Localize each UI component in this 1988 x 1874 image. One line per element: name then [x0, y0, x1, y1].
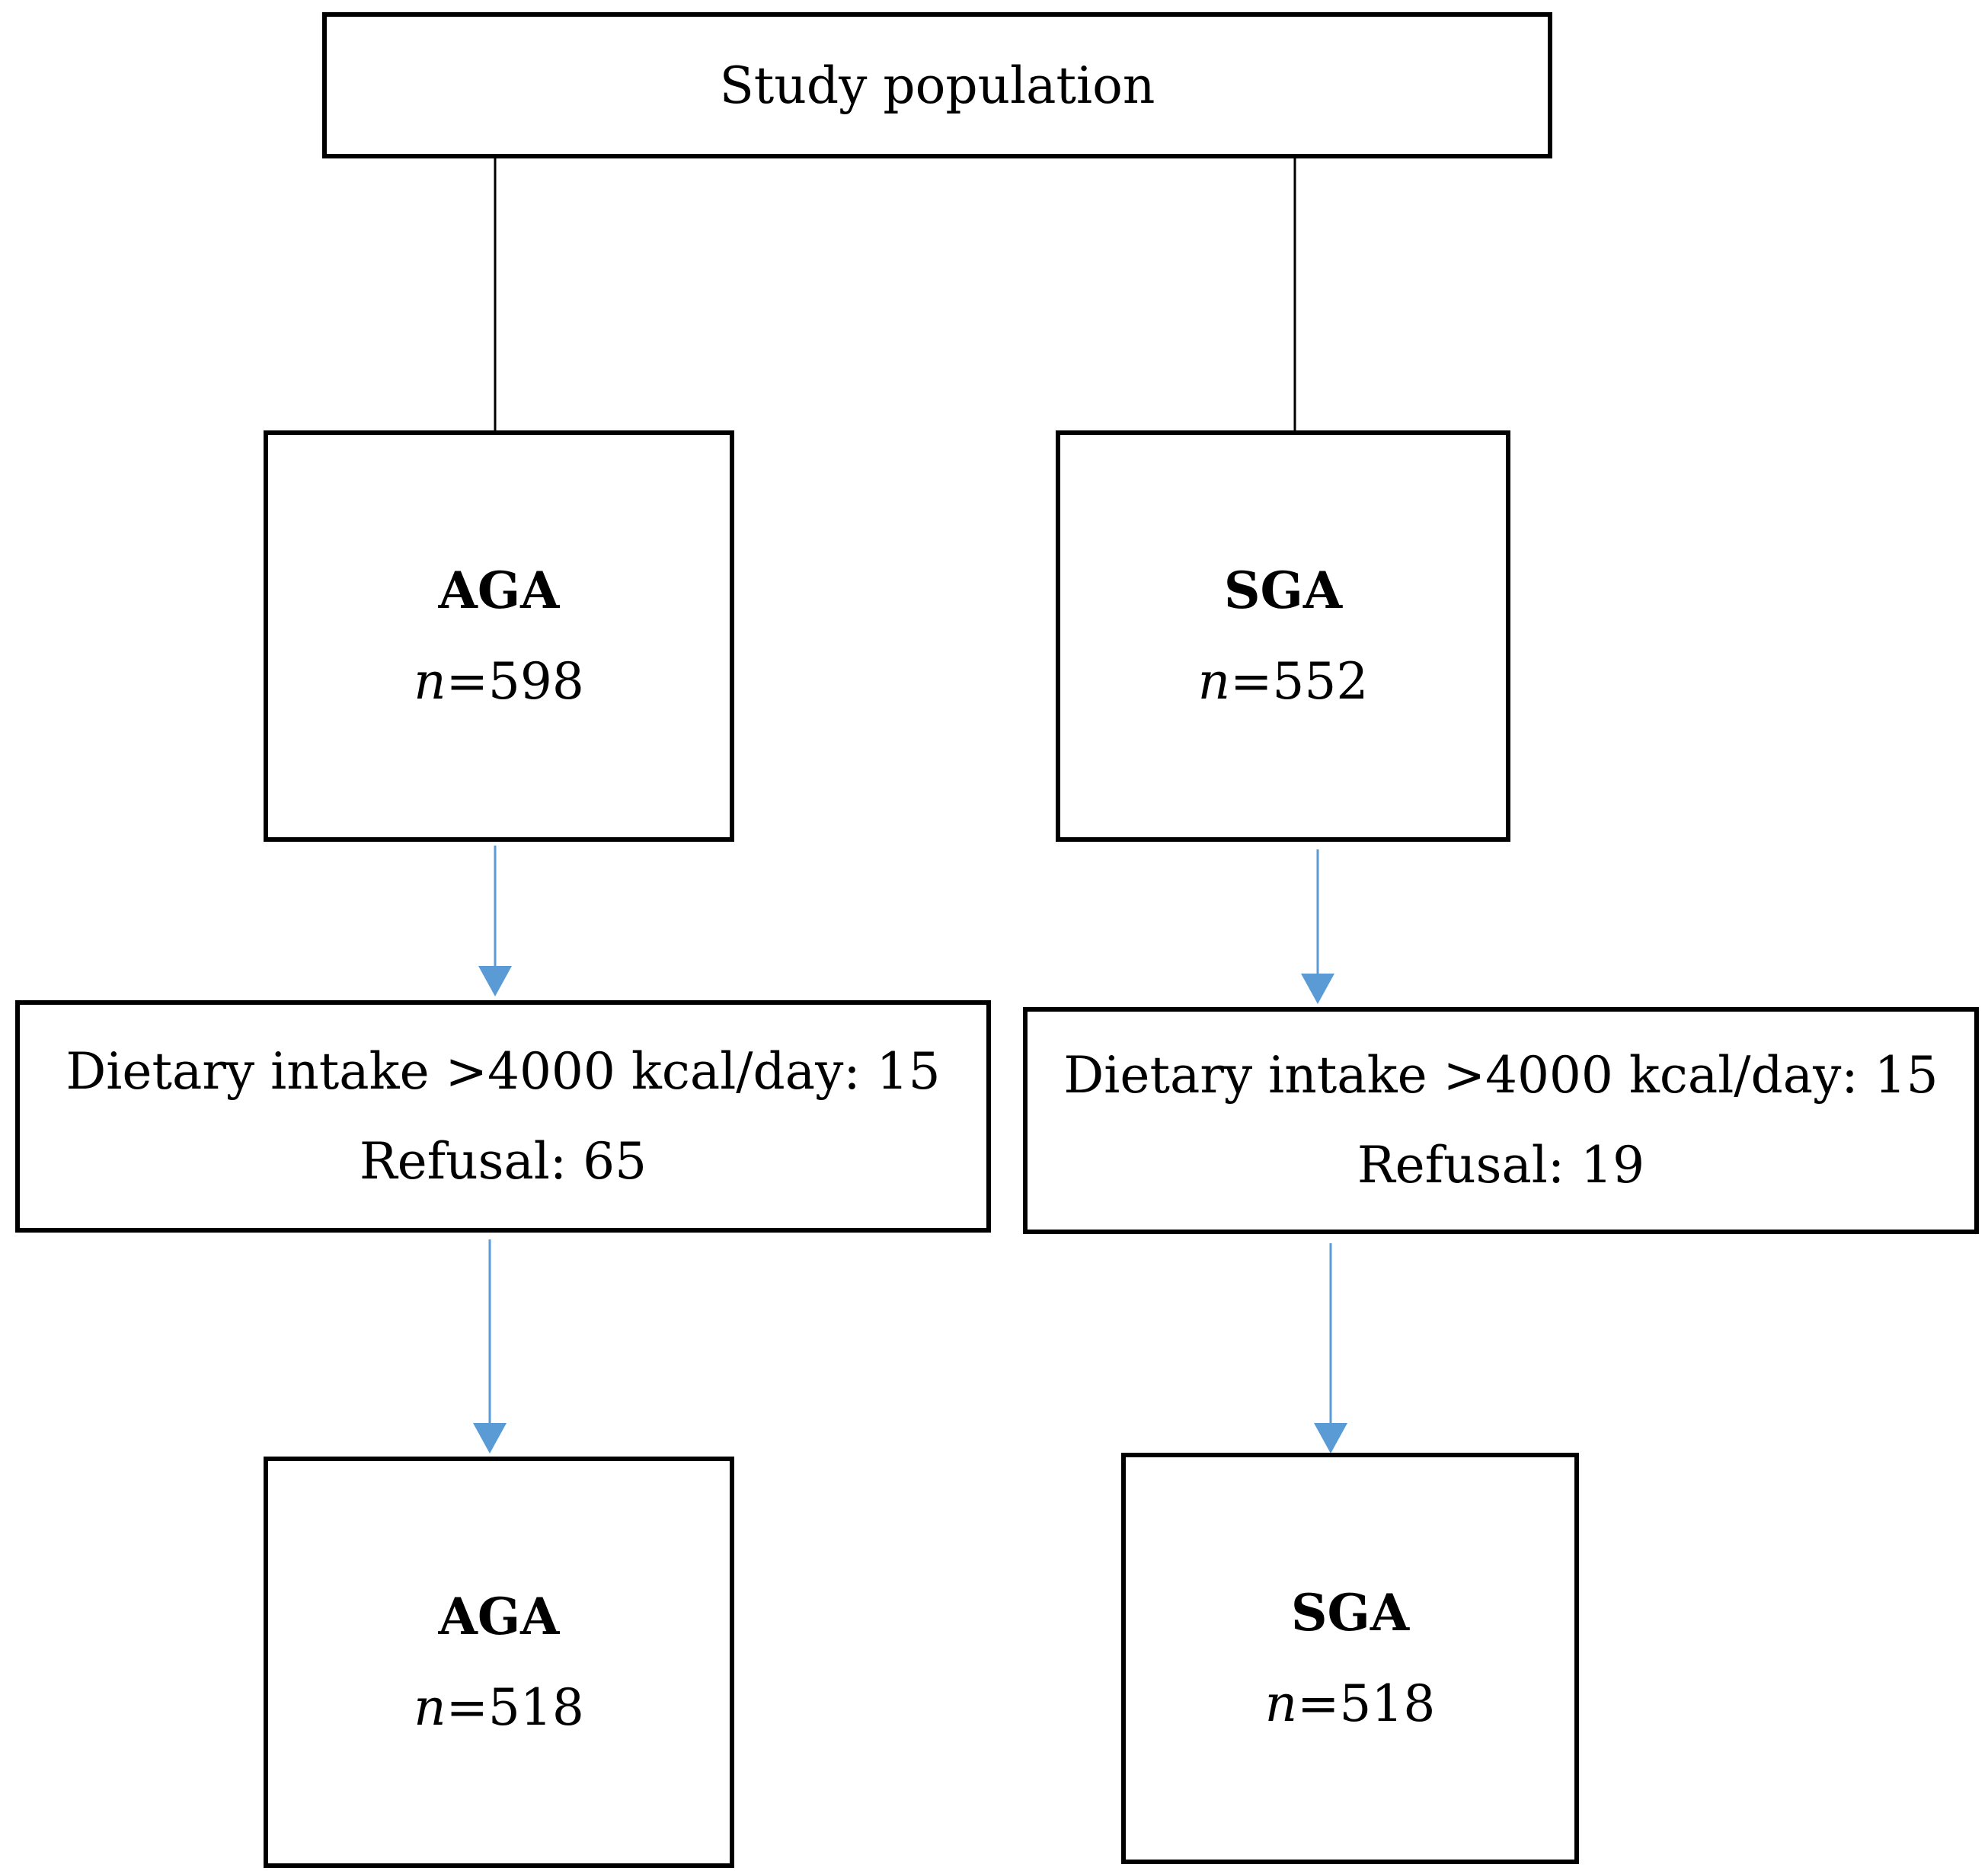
sga-initial-box: SGA n=552	[1056, 430, 1510, 842]
sga-initial-count: n=552	[1197, 652, 1369, 711]
sga-final-count: n=518	[1264, 1674, 1436, 1733]
aga-exclusion-refusal: Refusal: 65	[359, 1131, 647, 1191]
arrow-exclusions-to-aga-final	[473, 1239, 507, 1453]
sga-initial-group: SGA	[1223, 561, 1343, 620]
sga-final-box: SGA n=518	[1121, 1453, 1579, 1864]
arrow-aga-to-exclusions	[478, 846, 512, 996]
sga-exclusion-refusal: Refusal: 19	[1357, 1136, 1645, 1194]
aga-final-count: n=518	[414, 1678, 584, 1737]
arrow-exclusions-to-sga-final	[1314, 1243, 1347, 1453]
study-population-label: Study population	[719, 56, 1155, 115]
arrow-sga-to-exclusions	[1301, 849, 1334, 1004]
aga-exclusion-dietary: Dietary intake >4000 kcal/day: 15	[66, 1041, 941, 1101]
aga-initial-box: AGA n=598	[264, 430, 734, 842]
sga-final-group: SGA	[1290, 1583, 1410, 1642]
aga-exclusions-box: Dietary intake >4000 kcal/day: 15 Refusa…	[15, 1000, 991, 1233]
aga-initial-group: AGA	[438, 561, 560, 620]
aga-final-group: AGA	[438, 1587, 560, 1646]
sga-exclusions-box: Dietary intake >4000 kcal/day: 15 Refusa…	[1023, 1007, 1979, 1234]
aga-initial-count: n=598	[414, 652, 584, 711]
aga-final-box: AGA n=518	[264, 1457, 734, 1868]
study-population-box: Study population	[322, 12, 1552, 158]
sga-exclusion-dietary: Dietary intake >4000 kcal/day: 15	[1063, 1046, 1938, 1105]
